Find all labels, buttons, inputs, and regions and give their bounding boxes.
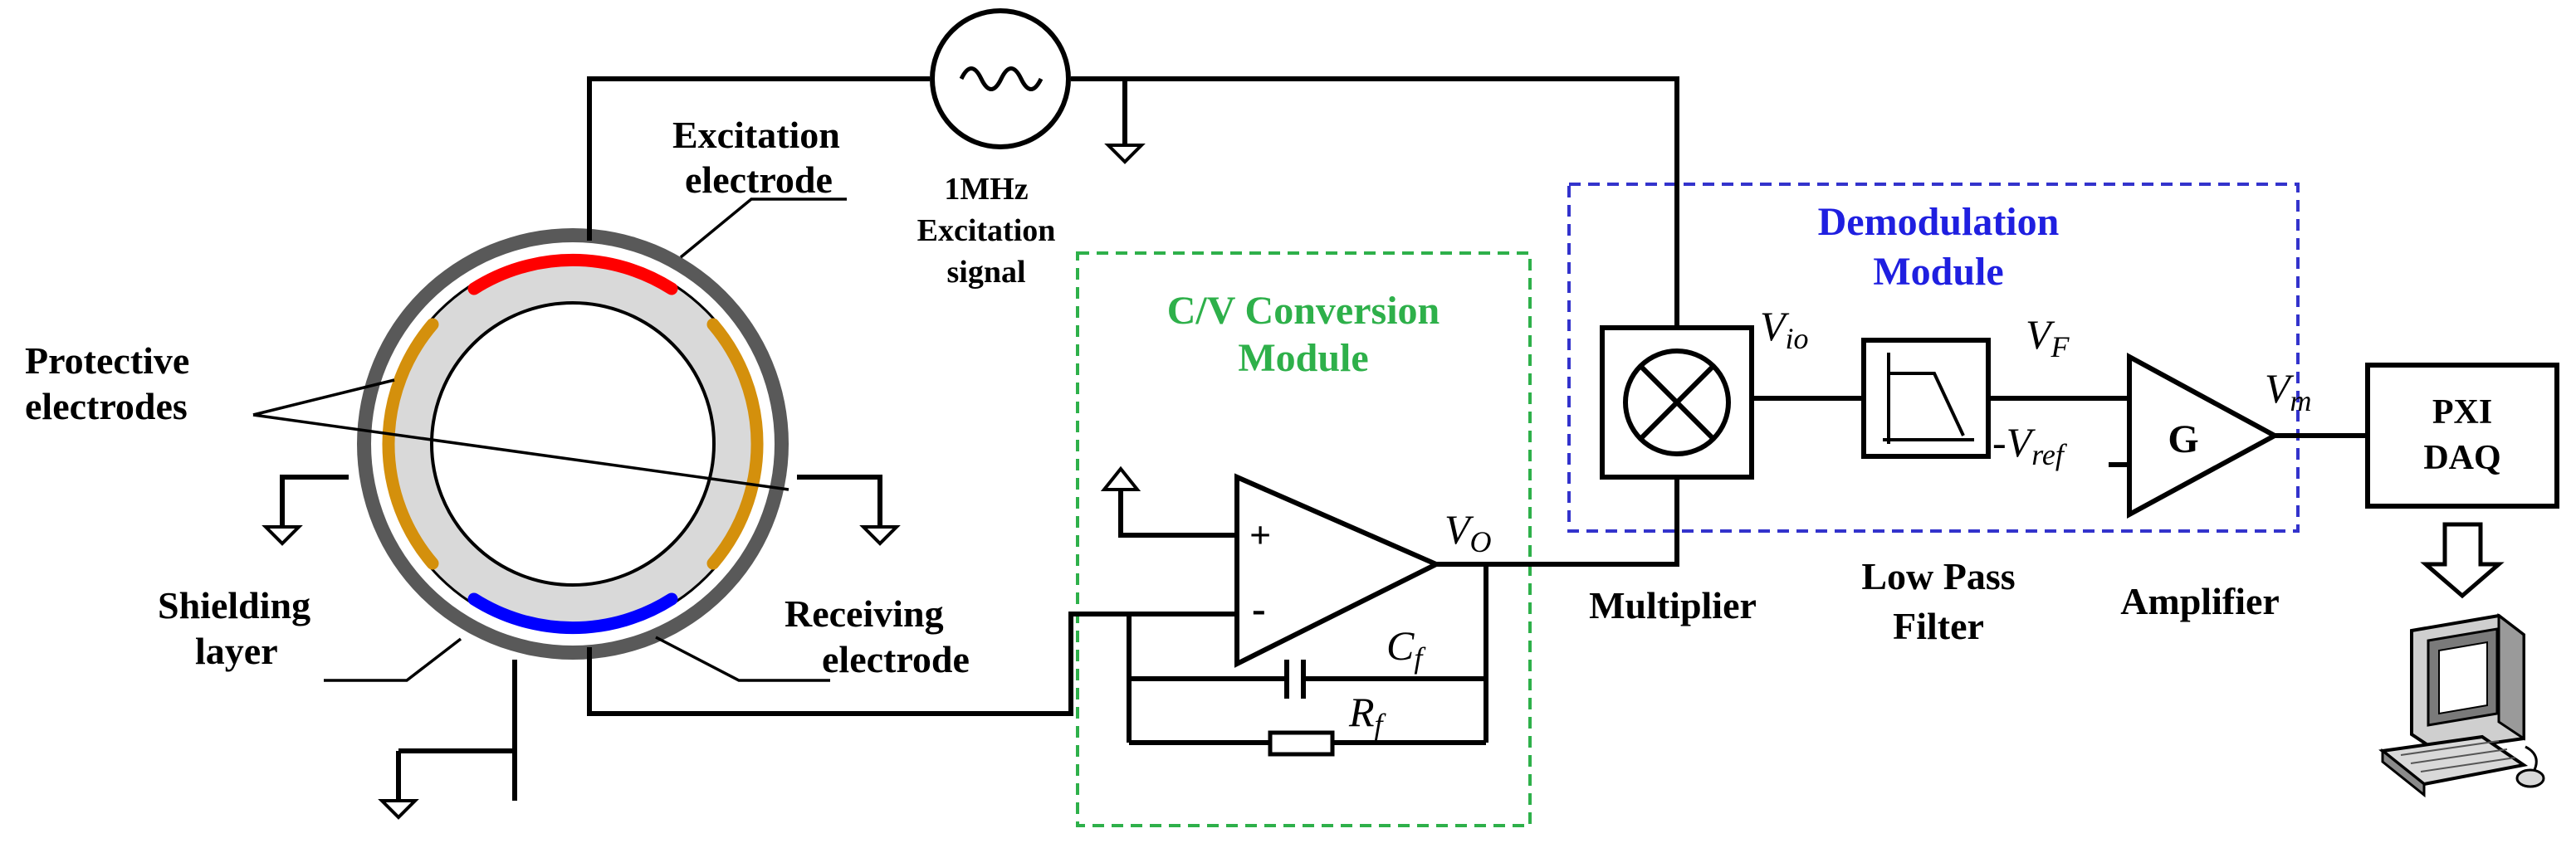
ground-icon <box>1100 465 1141 491</box>
cf-symbol: Cf <box>1386 622 1426 675</box>
vio-symbol: Vio <box>1760 303 1809 355</box>
cv-conversion-module-frame <box>1076 251 1532 827</box>
amplifier-icon <box>2127 352 2280 519</box>
ground-icon <box>859 525 901 546</box>
shielding-layer-label-1: Shielding <box>158 584 310 626</box>
demod-module-label-2: Module <box>1873 250 2003 294</box>
ground-icon <box>1104 144 1146 164</box>
pxi-daq-box <box>2365 363 2559 509</box>
protective-electrode-left <box>382 318 439 570</box>
cv-module-label-2: Module <box>1238 336 1368 380</box>
daq-label-line1: PXI <box>2432 393 2492 431</box>
demod-module-label-1: Demodulation <box>1818 200 2060 244</box>
vo-symbol: VO <box>1444 506 1492 558</box>
shielding-layer-label-2: layer <box>195 630 278 672</box>
amplifier-gain: G <box>2168 417 2198 461</box>
excitation-electrode <box>467 253 678 295</box>
pipe-inner <box>430 301 716 587</box>
source-label-3: signal <box>946 255 1025 290</box>
capacitor-icon <box>1284 660 1306 699</box>
source-label-2: Excitation <box>917 213 1056 248</box>
receiving-electrode <box>467 592 678 635</box>
computer-icon <box>2378 612 2545 798</box>
source-label-1: 1MHz <box>944 172 1028 207</box>
excitation-electrode-label-2: electrode <box>685 158 833 201</box>
excitation-electrode-label-1: Excitation <box>672 114 840 156</box>
ground-icon <box>378 799 419 820</box>
op-amp-minus: - <box>1252 585 1266 631</box>
multiplier-label: Multiplier <box>1589 584 1757 626</box>
low-pass-filter-icon <box>1861 338 1991 459</box>
lpf-label-2: Filter <box>1893 605 1984 647</box>
ground-icon <box>262 525 303 546</box>
sensor-cross-section <box>357 228 789 660</box>
amplifier-label: Amplifier <box>2120 580 2280 622</box>
protective-electrode-right <box>706 318 764 570</box>
receiving-electrode-label-1: Receiving <box>785 592 944 635</box>
protective-electrodes-label-2: electrodes <box>25 385 188 427</box>
cv-module-label-1: C/V Conversion <box>1167 289 1440 333</box>
down-arrow-icon <box>2420 522 2505 599</box>
lpf-label-1: Low Pass <box>1861 555 2015 597</box>
daq-label-line2: DAQ <box>2423 439 2500 477</box>
rf-symbol: Rf <box>1348 689 1387 741</box>
op-amp-icon <box>1234 473 1443 668</box>
vm-symbol: Vm <box>2265 365 2312 417</box>
protective-electrodes-label-1: Protective <box>25 339 189 382</box>
op-amp-plus: + <box>1249 514 1271 556</box>
resistor-icon <box>1268 730 1335 757</box>
multiplier-icon <box>1600 325 1754 480</box>
demodulation-module-frame <box>1567 183 2300 533</box>
ac-source-icon <box>930 8 1071 149</box>
vref-symbol: -Vref <box>1992 419 2068 471</box>
vf-symbol: VF <box>2026 311 2070 363</box>
receiving-electrode-label-2: electrode <box>822 638 970 680</box>
